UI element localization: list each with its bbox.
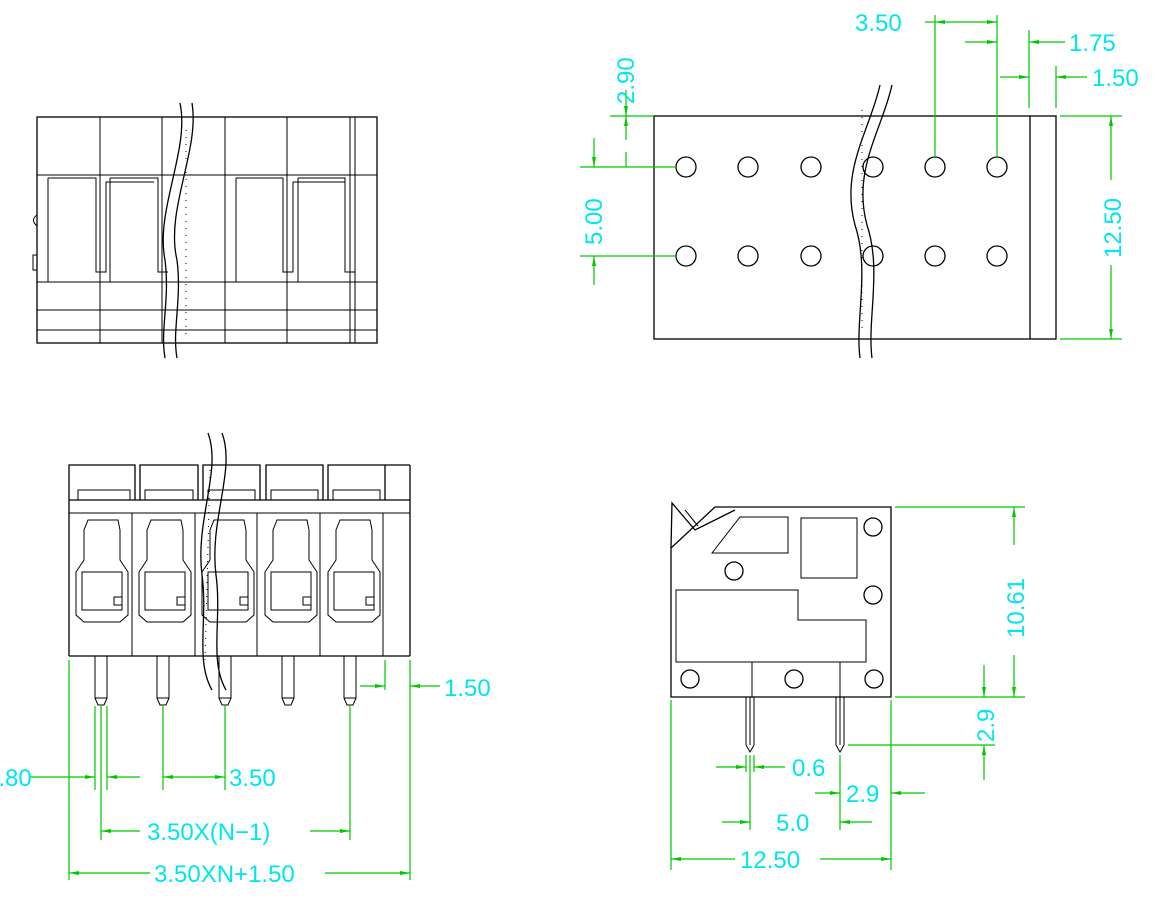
pin	[218, 655, 232, 706]
dim-side-pin-offset: 2.9	[973, 709, 1000, 742]
hole	[924, 156, 946, 178]
pin	[156, 655, 170, 706]
hole	[986, 156, 1008, 178]
top-right-view: 3.50 1.75 1.50 2.90 5.00 12.50	[580, 10, 1139, 359]
terminal-window	[327, 519, 381, 623]
terminal-window	[138, 519, 192, 623]
top-left-view	[32, 102, 378, 359]
pin	[343, 655, 357, 706]
dim-pin-width: 0.80	[0, 765, 32, 792]
pin	[281, 655, 295, 706]
dim-top-offset: 1.75	[1069, 30, 1116, 57]
hole	[800, 245, 822, 267]
plan-body-outline	[36, 116, 378, 344]
side-pin	[835, 697, 845, 754]
pcb-outline	[653, 115, 1057, 340]
hole	[862, 245, 884, 267]
hole	[862, 156, 884, 178]
dim-side-width: 12.50	[740, 847, 800, 874]
dim-top-pitch: 3.50	[855, 10, 902, 37]
dim-span-total: 3.50XN+1.50	[154, 861, 295, 888]
dim-span-n-minus-1: 3.50X(N−1)	[147, 819, 270, 846]
dim-row-edge: 2.90	[613, 57, 640, 104]
hole	[924, 245, 946, 267]
hole	[737, 245, 759, 267]
hole	[737, 156, 759, 178]
hole	[800, 156, 822, 178]
side-pin	[745, 697, 755, 754]
lever	[670, 501, 736, 549]
bottom-right-view: 10.61 2.9 0.6 2.9 5.0 12.50	[670, 501, 1030, 874]
hole	[675, 245, 697, 267]
terminal-window	[201, 519, 255, 623]
pin	[94, 655, 108, 706]
dim-side-height: 10.61	[1003, 578, 1030, 638]
terminal-window	[75, 519, 129, 623]
bottom-left-view: 1.50 0.80 3.50 3.50X(N−1) 3.50XN+1.50	[0, 432, 491, 888]
dim-row-spacing: 5.00	[581, 198, 608, 245]
dim-depth: 12.50	[1100, 198, 1127, 258]
hole	[675, 156, 697, 178]
dim-side-pin-dia: 0.6	[792, 755, 825, 782]
dim-front-edge: 1.50	[444, 675, 491, 702]
terminal-window	[264, 519, 318, 623]
dim-top-edge: 1.50	[1092, 65, 1139, 92]
side-body-outline	[670, 506, 892, 698]
dim-front-pitch: 3.50	[229, 765, 276, 792]
hole	[986, 245, 1008, 267]
dim-side-pin-pitch: 5.0	[776, 810, 809, 837]
dim-side-pin-gap: 2.9	[846, 781, 879, 808]
